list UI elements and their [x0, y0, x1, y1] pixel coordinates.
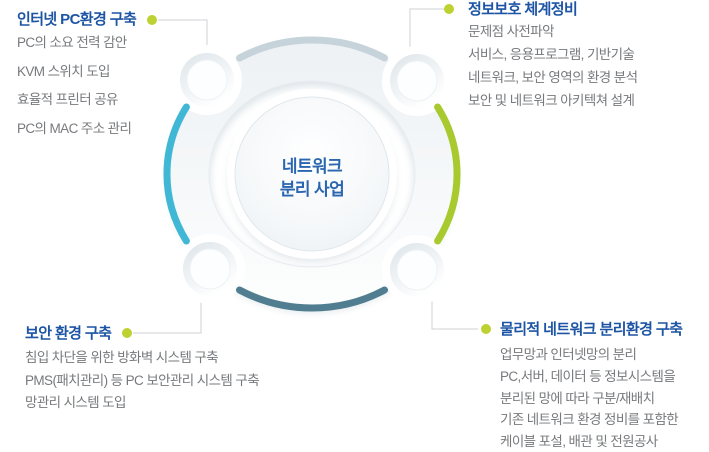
- arc-top: [236, 36, 388, 62]
- center-title: 네트워크 분리 사업: [232, 155, 392, 201]
- section-title: 정보보호 체계정비: [468, 1, 578, 18]
- bullet-top-left: [147, 15, 157, 25]
- list-item: 네트워크, 보안 영역의 환경 분석: [468, 70, 638, 85]
- arc-right: [434, 103, 461, 245]
- node-circle-top-left: [180, 53, 234, 107]
- ring-inner-edge: [208, 80, 416, 268]
- section-title: 인터넷 PC환경 구축: [17, 11, 137, 28]
- list-item: 침입 차단을 위한 방화벽 시스템 구축: [25, 350, 219, 365]
- list-item: 분리된 망에 따라 구분/재배치: [500, 390, 655, 406]
- list-item: 망관리 시스템 도입: [25, 395, 126, 410]
- list-item: 보안 및 네트워크 아키텍쳐 설계: [468, 93, 635, 108]
- list-item: 기존 네트워크 환경 정비를 포함한: [500, 412, 679, 428]
- connector-top-right: [409, 8, 444, 54]
- connector-top-left: [158, 19, 208, 52]
- center-disc: [234, 96, 390, 252]
- list-item: 케이블 포설, 배관 및 전원공사: [500, 434, 658, 450]
- section-item-list: 업무망과 인터넷망의 분리 PC,서버, 데이터 등 정보시스템을 분리된 망에…: [500, 344, 682, 452]
- section-info-security-framework: 정보보호 체계정비 문제점 사전파악 서비스, 응용프로그램, 기반기술 네트워…: [468, 1, 638, 112]
- list-item: 효율적 프린터 공유: [17, 92, 118, 107]
- node-circle-bottom-right: [390, 243, 444, 297]
- list-item: KVM 스위치 도입: [17, 63, 110, 79]
- bullet-top-right: [444, 4, 454, 14]
- node-circle-top-right: [390, 54, 444, 108]
- section-item-list: 문제점 사전파악 서비스, 응용프로그램, 기반기술 네트워크, 보안 영역의 …: [468, 20, 638, 112]
- section-physical-network-separation: 물리적 네트워크 분리환경 구축 업무망과 인터넷망의 분리 PC,서버, 데이…: [500, 321, 683, 452]
- list-item: PC의 소요 전력 감안: [17, 35, 127, 50]
- center-title-line1: 네트워크: [281, 157, 343, 176]
- list-item: PMS(패치관리) 등 PC 보안관리 시스템 구축: [25, 372, 260, 388]
- list-item: 문제점 사전파악: [468, 24, 555, 39]
- list-item: 서비스, 응용프로그램, 기반기술: [468, 47, 635, 62]
- arc-left: [163, 103, 190, 245]
- list-item: PC,서버, 데이터 등 정보시스템을: [500, 368, 676, 384]
- list-item: 업무망과 인터넷망의 분리: [500, 347, 637, 362]
- bullet-bottom-left: [122, 328, 132, 338]
- node-circle-bottom-left: [183, 242, 237, 296]
- section-title: 물리적 네트워크 분리환경 구축: [500, 321, 683, 338]
- arc-bottom: [236, 286, 388, 312]
- center-title-line2: 분리 사업: [279, 180, 345, 199]
- connector-bottom-right: [431, 295, 478, 330]
- bullet-bottom-right: [481, 324, 491, 334]
- section-item-list: 침입 차단을 위한 방화벽 시스템 구축 PMS(패치관리) 등 PC 보안관리…: [25, 347, 260, 415]
- section-item-list: PC의 소요 전력 감안 KVM 스위치 도입 효율적 프린터 공유 PC의 M…: [17, 29, 136, 143]
- section-internet-pc-environment: 인터넷 PC환경 구축 PC의 소요 전력 감안 KVM 스위치 도입 효율적 …: [17, 11, 137, 143]
- section-security-environment: 보안 환경 구축 침입 차단을 위한 방화벽 시스템 구축 PMS(패치관리) …: [25, 325, 260, 415]
- section-title: 보안 환경 구축: [25, 325, 112, 342]
- ring-body: [169, 41, 455, 307]
- list-item: PC의 MAC 주소 관리: [17, 120, 132, 136]
- connector-bottom-left: [133, 298, 202, 334]
